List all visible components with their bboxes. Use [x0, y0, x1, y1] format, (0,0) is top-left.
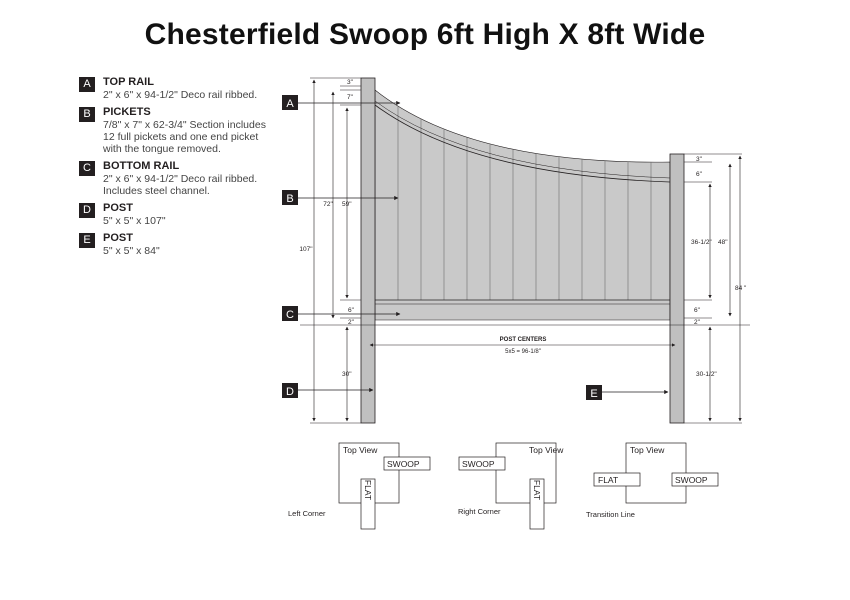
callout-letter: B	[286, 193, 293, 205]
dim-label: 6"	[696, 171, 703, 178]
right-corner-labels: Top View SWOOP FLAT Right Corner	[458, 445, 564, 516]
dim-label: 72"	[323, 201, 333, 208]
post-centers-value: 5x5 = 96-1/8"	[505, 349, 541, 355]
transition-line-labels: Top View FLAT SWOOP Transition Line	[586, 445, 708, 519]
dim-label: 30"	[342, 371, 352, 378]
legend-desc: 7/8" x 7" x 62-3/4" Section includes 12 …	[103, 119, 266, 155]
dim-label: 30-1/2"	[696, 371, 717, 378]
dim-label: 7"	[347, 94, 354, 101]
top-rail-rib	[374, 100, 671, 179]
legend-title: POST	[103, 232, 133, 244]
page-title: Chesterfield Swoop 6ft High X 8ft Wide	[144, 18, 706, 51]
top-view-label: Top View	[529, 445, 564, 455]
parts-legend: A TOP RAIL 2" x 6" x 94-1/2" Deco rail r…	[79, 76, 269, 262]
dim-label: 6"	[348, 307, 355, 314]
legend-item-bottom-rail: C BOTTOM RAIL 2" x 6" x 94-1/2" Deco rai…	[79, 160, 269, 197]
legend-desc: 5" x 5" x 107"	[103, 215, 166, 227]
callout-badge-e: E	[586, 385, 602, 400]
view-caption: Transition Line	[586, 510, 635, 519]
right-dimensions	[684, 153, 742, 424]
legend-badge-e: E	[79, 233, 95, 248]
legend-desc: 2" x 6" x 94-1/2" Deco rail ribbed.	[103, 89, 258, 101]
legend-item-top-rail: A TOP RAIL 2" x 6" x 94-1/2" Deco rail r…	[79, 76, 269, 101]
legend-title: TOP RAIL	[103, 76, 154, 88]
legend-desc: 5" x 5" x 84"	[103, 245, 160, 257]
callout-badge-a: A	[282, 95, 298, 110]
dim-label: 3"	[696, 156, 703, 163]
dim-label: 84 "	[735, 285, 747, 292]
left-corner-labels: Top View SWOOP FLAT Left Corner	[288, 445, 420, 518]
swoop-label: SWOOP	[675, 475, 708, 485]
callout-arrows	[298, 100, 669, 395]
top-view-right-corner	[458, 442, 557, 530]
swoop-label: SWOOP	[462, 459, 495, 469]
dim-label: 36-1/2"	[691, 239, 712, 246]
dim-label: 2"	[348, 319, 355, 326]
top-view-label: Top View	[630, 445, 665, 455]
callout-letter: A	[286, 98, 294, 110]
post-right	[669, 153, 685, 424]
top-view-left-corner	[338, 442, 431, 530]
dim-label: 2"	[694, 319, 701, 326]
top-rail-edge	[374, 104, 671, 183]
callout-badge-c: C	[282, 306, 298, 321]
dim-label: 3"	[347, 79, 354, 86]
legend-badge-a: A	[79, 77, 95, 92]
callout-letter: E	[590, 388, 597, 400]
legend-desc: 2" x 6" x 94-1/2" Deco rail ribbed. Incl…	[103, 173, 258, 197]
legend-title: POST	[103, 202, 133, 214]
callout-badge-d: D	[282, 383, 298, 398]
flat-label-vertical: FLAT	[363, 480, 373, 500]
view-caption: Left Corner	[288, 509, 326, 518]
legend-title: PICKETS	[103, 106, 151, 118]
legend-title: BOTTOM RAIL	[103, 160, 180, 172]
top-view-label: Top View	[343, 445, 378, 455]
legend-item-post-d: D POST 5" x 5" x 107"	[79, 202, 269, 227]
legend-badge-d: D	[79, 203, 95, 218]
fence-panel	[374, 89, 671, 321]
legend-item-pickets: B PICKETS 7/8" x 7" x 62-3/4" Section in…	[79, 106, 269, 155]
callout-letter: D	[286, 386, 294, 398]
left-dimensions	[310, 77, 361, 424]
flat-label-vertical: FLAT	[532, 480, 542, 500]
left-dimension-labels: 3" 7" 107" 72" 59" 6" 2" 30"	[299, 79, 354, 378]
callout-badge-b: B	[282, 190, 298, 205]
swoop-label: SWOOP	[387, 459, 420, 469]
dim-label: 107"	[299, 246, 313, 253]
post-left	[360, 77, 376, 424]
top-view-transition-line	[593, 442, 719, 504]
legend-item-post-e: E POST 5" x 5" x 84"	[79, 232, 269, 257]
flat-label: FLAT	[598, 475, 618, 485]
right-dimension-labels: 3" 6" 36-1/2" 48" 84 " 6" 2" 30-1/2"	[691, 156, 747, 378]
legend-badge-b: B	[79, 107, 95, 122]
dim-label: 48"	[718, 239, 728, 246]
legend-badge-c: C	[79, 161, 95, 176]
callout-letter: C	[286, 309, 294, 321]
dim-label: 59"	[342, 201, 352, 208]
view-caption: Right Corner	[458, 507, 501, 516]
post-centers-label: POST CENTERS	[500, 337, 547, 343]
dim-label: 6"	[694, 307, 701, 314]
